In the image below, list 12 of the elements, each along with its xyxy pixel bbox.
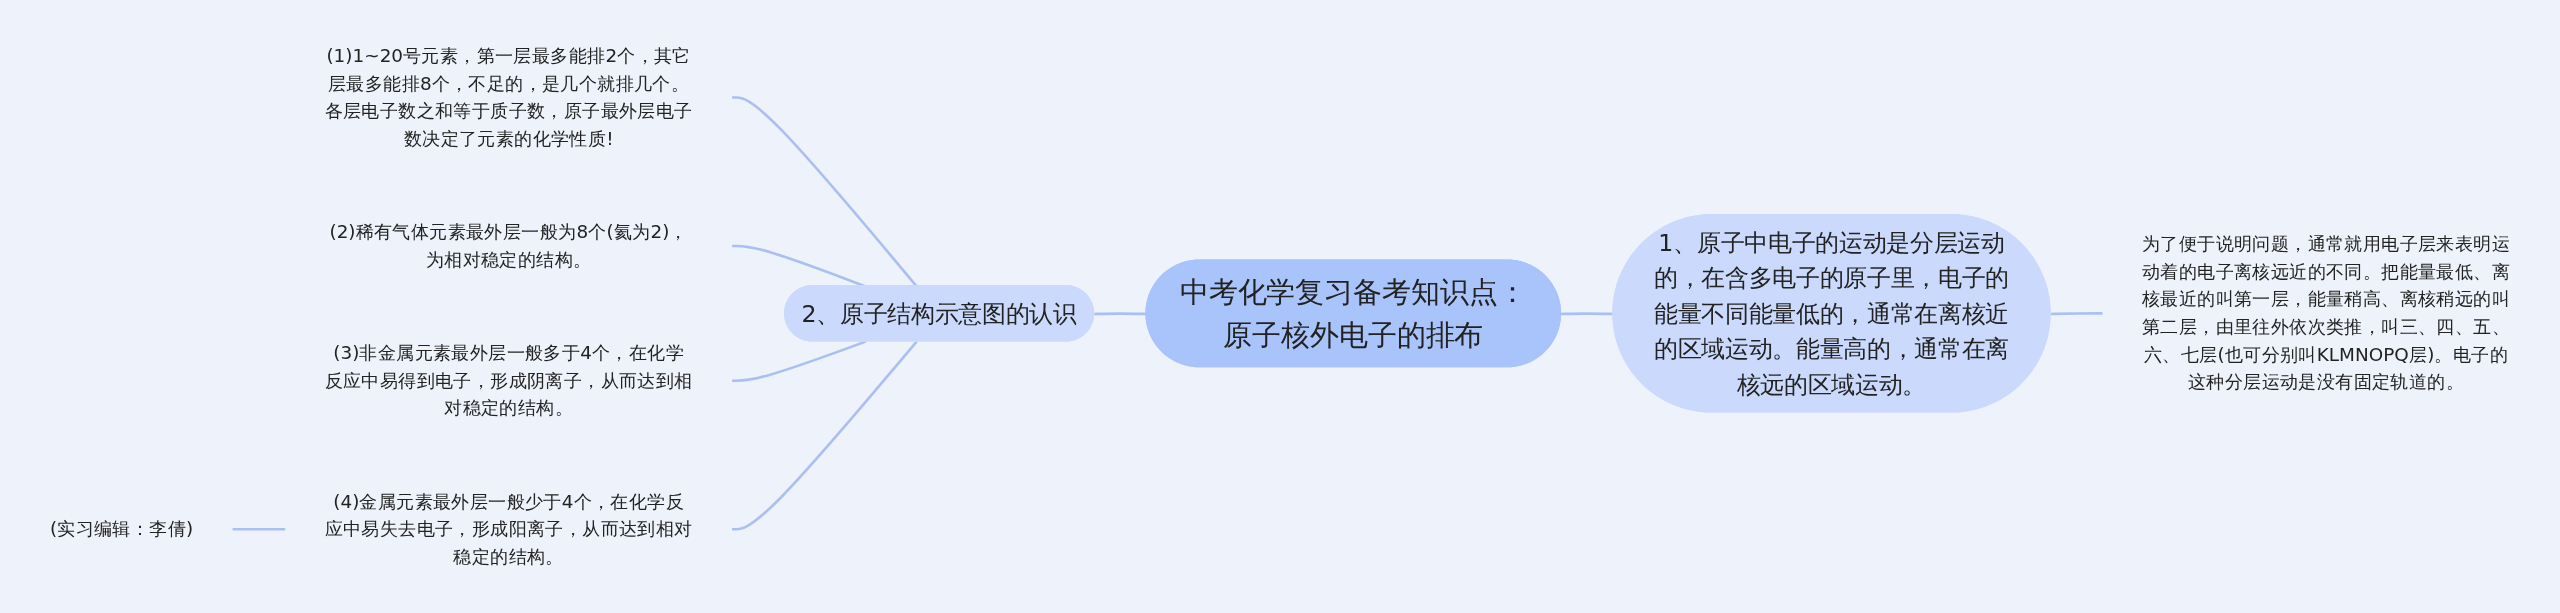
connector: [732, 340, 867, 383]
node-text: (实习编辑：李倩): [49, 518, 194, 540]
connector: [732, 340, 918, 531]
connector: [2050, 312, 2103, 316]
connector: [1561, 312, 1614, 316]
node-text: (2)稀有气体元素最外层一般为8个(氦为2)，为相对稳定的结构。: [329, 221, 688, 270]
node-text: 为了便于说明问题，通常就用电子层来表明运动着的电子离核远近的不同。把能量最低、离核最近的叫第一层，能量稍高、离核稍远的叫第二层，由里往外依次类推，叫三、四、五、六、七层(也可分别叫KLMNOPQ层)。电子的这种分层运动是没有固定轨道的。: [2141, 233, 2511, 393]
node-text: (3)非金属元素最外层一般多于4个，在化学反应中易得到电子，形成阴离子，从而达到相对稳定的结构。: [324, 341, 693, 419]
node-text: (1)1~20号元素，第一层最多能排2个，其它层最多能排8个，不足的，是几个就排几个。各层电子数之和等于质子数，原子最外层电子数决定了元素的化学性质!: [324, 44, 693, 149]
node-text: (4)金属元素最外层一般少于4个，在化学反应中易失去电子，形成阳离子，从而达到相对稳定的结构。: [324, 490, 693, 567]
connector: [1094, 312, 1147, 316]
connector: [232, 528, 286, 531]
